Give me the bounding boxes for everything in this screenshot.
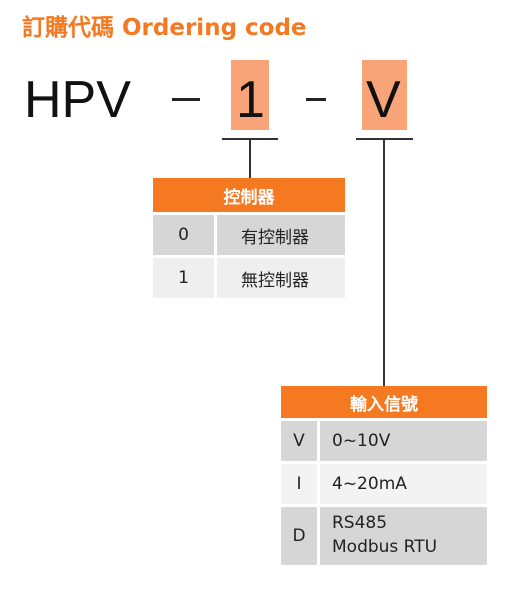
- table-row: 1 無控制器: [153, 258, 345, 298]
- model-field-2: V: [366, 71, 401, 129]
- model-prefix: HPV: [24, 71, 131, 129]
- connector-line-1: [249, 138, 251, 178]
- table-row: I 4~20mA: [281, 464, 487, 504]
- connector-line-2: [383, 138, 385, 386]
- row-code: 1: [153, 258, 214, 298]
- row-code: 0: [153, 215, 214, 255]
- separator-2: [306, 98, 326, 101]
- field-2-highlight: [362, 60, 407, 130]
- row-code: I: [281, 464, 317, 504]
- row-description-line-1: RS485: [332, 513, 388, 534]
- row-code: D: [281, 507, 317, 565]
- row-description: 無控制器: [217, 258, 345, 298]
- input-table-header: 輸入信號: [281, 386, 487, 418]
- field-1-highlight: [231, 60, 269, 130]
- ordering-code-row: HPV 1 V: [0, 0, 520, 140]
- row-description: 4~20mA: [320, 464, 487, 504]
- table-row: 0 有控制器: [153, 215, 345, 255]
- page-title: 訂購代碼 Ordering code: [22, 15, 307, 41]
- row-code: V: [281, 421, 317, 461]
- row-description: RS485 Modbus RTU: [320, 507, 487, 565]
- row-description: 有控制器: [217, 215, 345, 255]
- input-signal-table: 輸入信號 V 0~10V I 4~20mA D RS485 Modbus RTU: [281, 386, 487, 565]
- controller-table: 控制器 0 有控制器 1 無控制器: [153, 178, 345, 298]
- separator-1: [172, 98, 200, 101]
- model-field-1: 1: [236, 71, 265, 129]
- controller-table-header: 控制器: [153, 178, 345, 212]
- row-description: 0~10V: [320, 421, 487, 461]
- table-row: V 0~10V: [281, 421, 487, 461]
- table-row: D RS485 Modbus RTU: [281, 507, 487, 565]
- row-description-line-2: Modbus RTU: [332, 537, 438, 557]
